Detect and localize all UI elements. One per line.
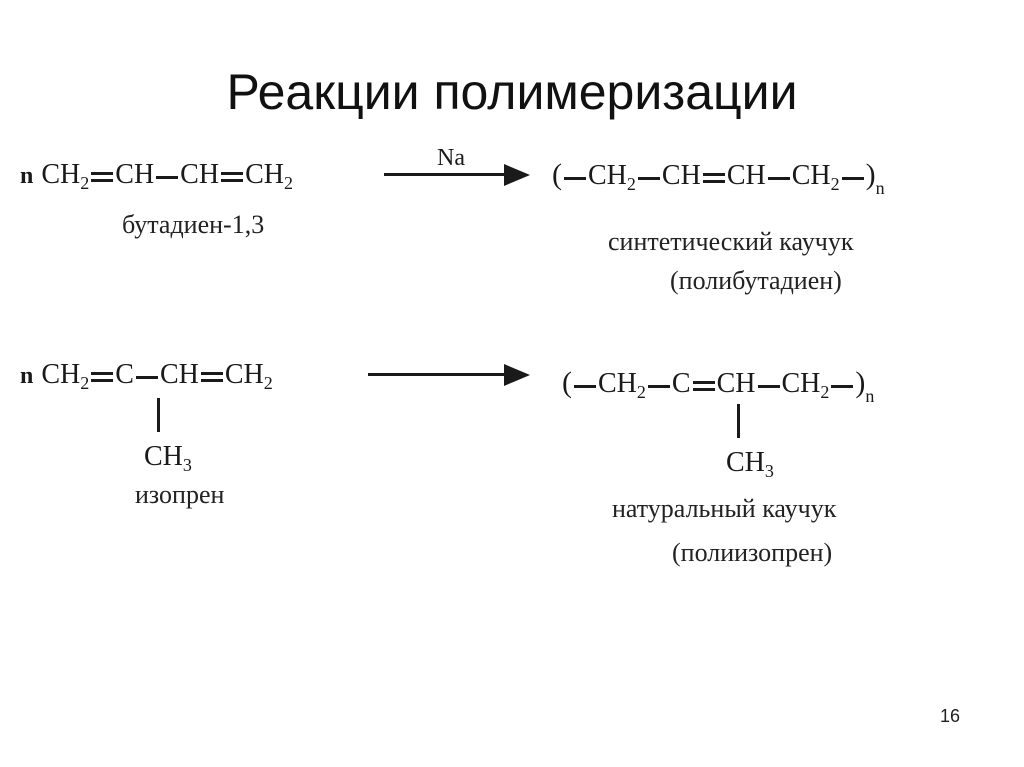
single-bond	[646, 380, 672, 392]
coefficient-n: n	[20, 363, 34, 389]
subscript: 3	[764, 461, 774, 481]
group-c: C	[115, 359, 134, 390]
open-paren: (	[552, 158, 562, 191]
double-bond	[199, 371, 225, 383]
methyl-substituent: CH3	[144, 440, 192, 474]
double-bond	[701, 172, 727, 184]
single-bond	[636, 172, 662, 184]
group-ch3: CH	[726, 447, 765, 478]
monomer-name: изопрен	[135, 480, 225, 509]
close-paren: )	[865, 158, 876, 191]
single-bond	[154, 171, 180, 183]
group-ch2: CH	[588, 160, 627, 191]
subscript: 2	[830, 174, 840, 194]
double-bond	[89, 171, 115, 183]
group-ch2: CH	[224, 359, 264, 390]
group-ch: CH	[159, 359, 199, 390]
single-bond	[134, 371, 160, 383]
single-bond	[572, 380, 598, 392]
polymer-index: n	[875, 178, 885, 198]
slide-title: Реакции полимеризации	[226, 64, 798, 120]
single-bond	[766, 172, 792, 184]
open-paren: (	[562, 366, 572, 399]
single-bond	[840, 172, 866, 184]
double-bond	[89, 371, 115, 383]
double-bond	[219, 171, 245, 183]
branch-bond	[157, 398, 160, 432]
group-ch2: CH	[791, 160, 831, 191]
group-ch3: CH	[144, 441, 183, 472]
reaction-arrow	[368, 363, 530, 387]
subscript: 2	[636, 382, 646, 402]
page-number: 16	[940, 706, 961, 726]
single-bond	[829, 380, 855, 392]
subscript: 2	[626, 174, 636, 194]
subscript: 3	[182, 455, 192, 475]
close-paren: )	[855, 366, 866, 399]
subscript: 2	[263, 373, 273, 393]
group-ch: CH	[726, 160, 766, 191]
subscript: 2	[80, 373, 90, 393]
polymer-name-alt: (полибутадиен)	[670, 266, 842, 295]
monomer-name: бутадиен-1,3	[122, 210, 265, 239]
group-ch2: CH	[41, 159, 81, 190]
double-bond	[691, 380, 717, 392]
catalyst-label: Na	[437, 145, 465, 171]
polymer-name: синтетический каучук	[608, 227, 854, 256]
single-bond	[756, 380, 782, 392]
group-ch2: CH	[781, 368, 821, 399]
group-ch: CH	[661, 160, 701, 191]
subscript: 2	[80, 173, 90, 193]
group-c: C	[671, 368, 691, 399]
subscript: 2	[820, 382, 830, 402]
methyl-substituent: CH3	[726, 446, 774, 480]
single-bond	[562, 172, 588, 184]
polymer-name-alt: (полиизопрен)	[672, 538, 833, 567]
group-ch: CH	[180, 159, 220, 190]
polymer-index: n	[865, 386, 875, 406]
reaction-arrow	[384, 163, 530, 187]
group-ch: CH	[716, 368, 756, 399]
branch-bond	[737, 404, 740, 438]
group-ch2: CH	[245, 159, 284, 190]
coefficient-n: n	[20, 163, 34, 189]
subscript: 2	[283, 173, 293, 193]
polymer-name: натуральный каучук	[612, 494, 837, 523]
group-ch: CH	[115, 159, 155, 190]
group-ch2: CH	[598, 368, 637, 399]
group-ch2: CH	[41, 359, 81, 390]
